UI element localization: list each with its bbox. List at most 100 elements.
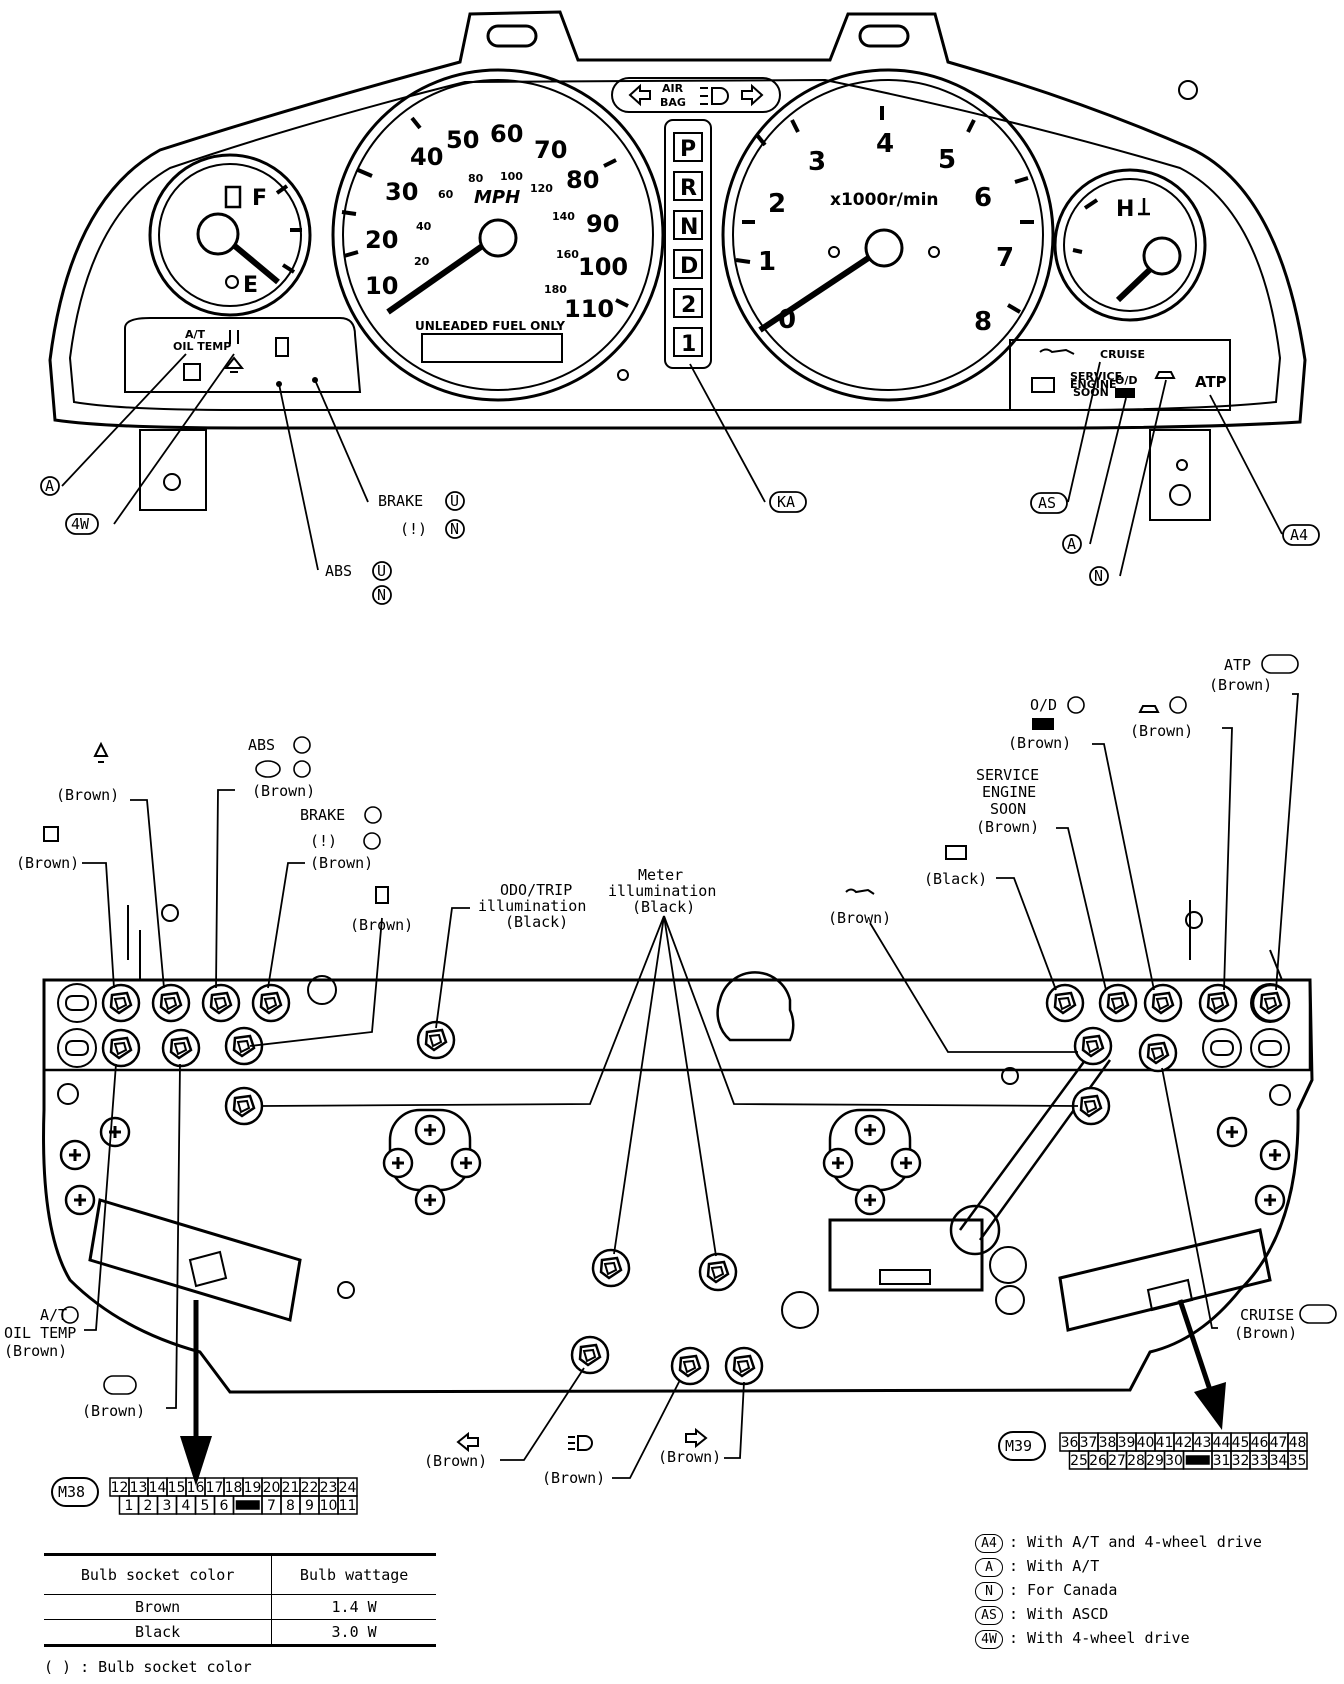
connector-pin-number: 12 <box>111 1480 129 1496</box>
empty-socket-hole <box>57 983 97 1023</box>
gear-indicator: P R N D 2 1 <box>673 132 703 357</box>
socket-brake <box>251 983 291 1023</box>
connector-pin-number: 11 <box>339 1498 357 1514</box>
od-color: (Brown) <box>1008 734 1071 752</box>
gauge-ticks <box>275 106 1099 314</box>
callout-a-front: A <box>45 477 54 495</box>
connector-pin-number: 21 <box>282 1480 300 1496</box>
table-cell: Brown <box>44 1594 273 1620</box>
odo-trip-line3: (Black) <box>505 913 568 931</box>
gear-2: 2 <box>681 293 696 318</box>
oil-pressure-icon-rear <box>845 888 875 895</box>
speed-mph-tick-7: 80 <box>566 166 599 194</box>
legend-code: A <box>975 1558 1003 1577</box>
battery-color: (Black) <box>924 870 987 888</box>
connector-pin-number: 34 <box>1270 1453 1288 1469</box>
socket-meter-illum-right <box>1071 1086 1111 1126</box>
connector-pin-number: 22 <box>301 1480 319 1496</box>
connector-pin-number: 44 <box>1213 1435 1231 1451</box>
ses-line3: SOON <box>990 800 1026 818</box>
screw-icon <box>414 1114 446 1146</box>
screw-icon <box>450 1147 482 1179</box>
oil-pressure-color: (Brown) <box>828 909 891 927</box>
tach-tick-4: 4 <box>876 129 894 159</box>
speed-mph-tick-4: 50 <box>446 126 479 154</box>
speed-mph-tick-8: 90 <box>586 210 619 238</box>
brake-callout-label: BRAKE <box>378 492 423 510</box>
connector-pin-number: 8 <box>286 1498 295 1514</box>
connector-pin-number: 40 <box>1137 1435 1155 1451</box>
speed-unit: MPH <box>474 187 520 208</box>
high-beam-icon-rear <box>568 1435 593 1451</box>
ses-line2: ENGINE <box>982 783 1036 801</box>
at-oil-temp-line1: A/T <box>185 328 206 341</box>
connector-pin-cell <box>1287 1450 1308 1470</box>
connector-pin-number: 31 <box>1213 1453 1231 1469</box>
warning-lamps-right: CRUISE SERVICE ENGINE SOON O/D ATP <box>1031 348 1227 399</box>
table-row: Black 3.0 W <box>44 1619 436 1646</box>
battery-icon-rear <box>945 845 967 860</box>
brake-color: (Brown) <box>310 854 373 872</box>
left-turn-color: (Brown) <box>424 1452 487 1470</box>
unleaded-fuel-note: UNLEADED FUEL ONLY <box>415 319 565 333</box>
legend-text: : With 4-wheel drive <box>1009 1629 1190 1647</box>
connector-pin-number: 27 <box>1108 1453 1126 1469</box>
socket-battery <box>1045 983 1085 1023</box>
meter-illum-line2: illumination <box>608 882 716 900</box>
gear-d: D <box>680 254 698 279</box>
ses-small-2: ENGINE <box>1070 378 1117 391</box>
at-oil-temp-icon <box>183 363 201 381</box>
connector-pin-cell <box>337 1495 358 1515</box>
socket-oil-pressure <box>1073 1026 1113 1066</box>
connector-pin-number: 2 <box>144 1498 153 1514</box>
screw-icon <box>382 1147 414 1179</box>
connector-pin-number: 3 <box>163 1498 172 1514</box>
legend-text: : With A/T and 4-wheel drive <box>1009 1533 1262 1551</box>
screw-icon <box>854 1184 886 1216</box>
speed-kmh-tick-6: 140 <box>552 210 575 223</box>
bulb-wattage-table: Bulb socket color Bulb wattage Brown 1.4… <box>44 1553 436 1647</box>
connector-pin-number: 23 <box>320 1480 338 1496</box>
speed-kmh-tick-7: 160 <box>556 248 579 261</box>
connector-pin-number: 45 <box>1232 1435 1250 1451</box>
connector-pin-number: 35 <box>1289 1453 1307 1469</box>
empty-socket-hole <box>1250 1028 1290 1068</box>
table-header-wattage: Bulb wattage <box>271 1554 436 1595</box>
od-lamp-text: O/D <box>1115 374 1138 387</box>
cruise-color: (Brown) <box>1234 1324 1297 1342</box>
at-oil-temp-rear-line3: (Brown) <box>4 1342 67 1360</box>
atp-color: (Brown) <box>1209 676 1272 694</box>
screw-icon <box>59 1139 91 1171</box>
screw-icon <box>99 1116 131 1148</box>
callout-as-front: AS <box>1038 494 1056 512</box>
od-label: O/D <box>1030 696 1057 714</box>
cluster-front-view <box>48 10 1307 521</box>
rear-labels-left: (Brown) ABS (Brown) BRAKE (!) (Brown) (B… <box>16 736 716 934</box>
screw-icon <box>1259 1139 1291 1171</box>
speed-mph-tick-6: 70 <box>534 136 567 164</box>
tach-tick-2: 2 <box>768 189 786 219</box>
tach-tick-7: 7 <box>996 243 1014 273</box>
connector-pin-number: 1 <box>125 1498 134 1514</box>
gear-p: P <box>680 137 696 162</box>
socket-washer <box>1198 983 1238 1023</box>
socket-cruise <box>1138 1033 1178 1073</box>
rear-labels-right: (Brown) (Black) SERVICE ENGINE SOON (Bro… <box>4 654 1337 1487</box>
gear-r: R <box>680 176 697 201</box>
shift-indicator-color: (Brown) <box>16 854 79 872</box>
cruise-lamp-text: CRUISE <box>1100 348 1145 361</box>
speed-kmh-tick-0: 20 <box>414 255 430 268</box>
speed-mph-tick-0: 10 <box>365 272 398 300</box>
speed-mph-tick-10: 110 <box>564 295 614 323</box>
od-off-icon <box>1115 388 1135 398</box>
connector-pin-number: 46 <box>1251 1435 1269 1451</box>
connector-pin-number: 42 <box>1175 1435 1193 1451</box>
temp-hot-label: H <box>1116 197 1134 222</box>
meter-illum-line1: Meter <box>638 866 683 884</box>
tach-tick-6: 6 <box>974 183 992 213</box>
legend-item: AS: With ASCD <box>975 1602 1262 1626</box>
at-oil-temp-rear-line2: OIL TEMP <box>4 1324 76 1342</box>
legend: A4: With A/T and 4-wheel drive A: With A… <box>975 1530 1262 1650</box>
connector-pin-number: 16 <box>187 1480 205 1496</box>
